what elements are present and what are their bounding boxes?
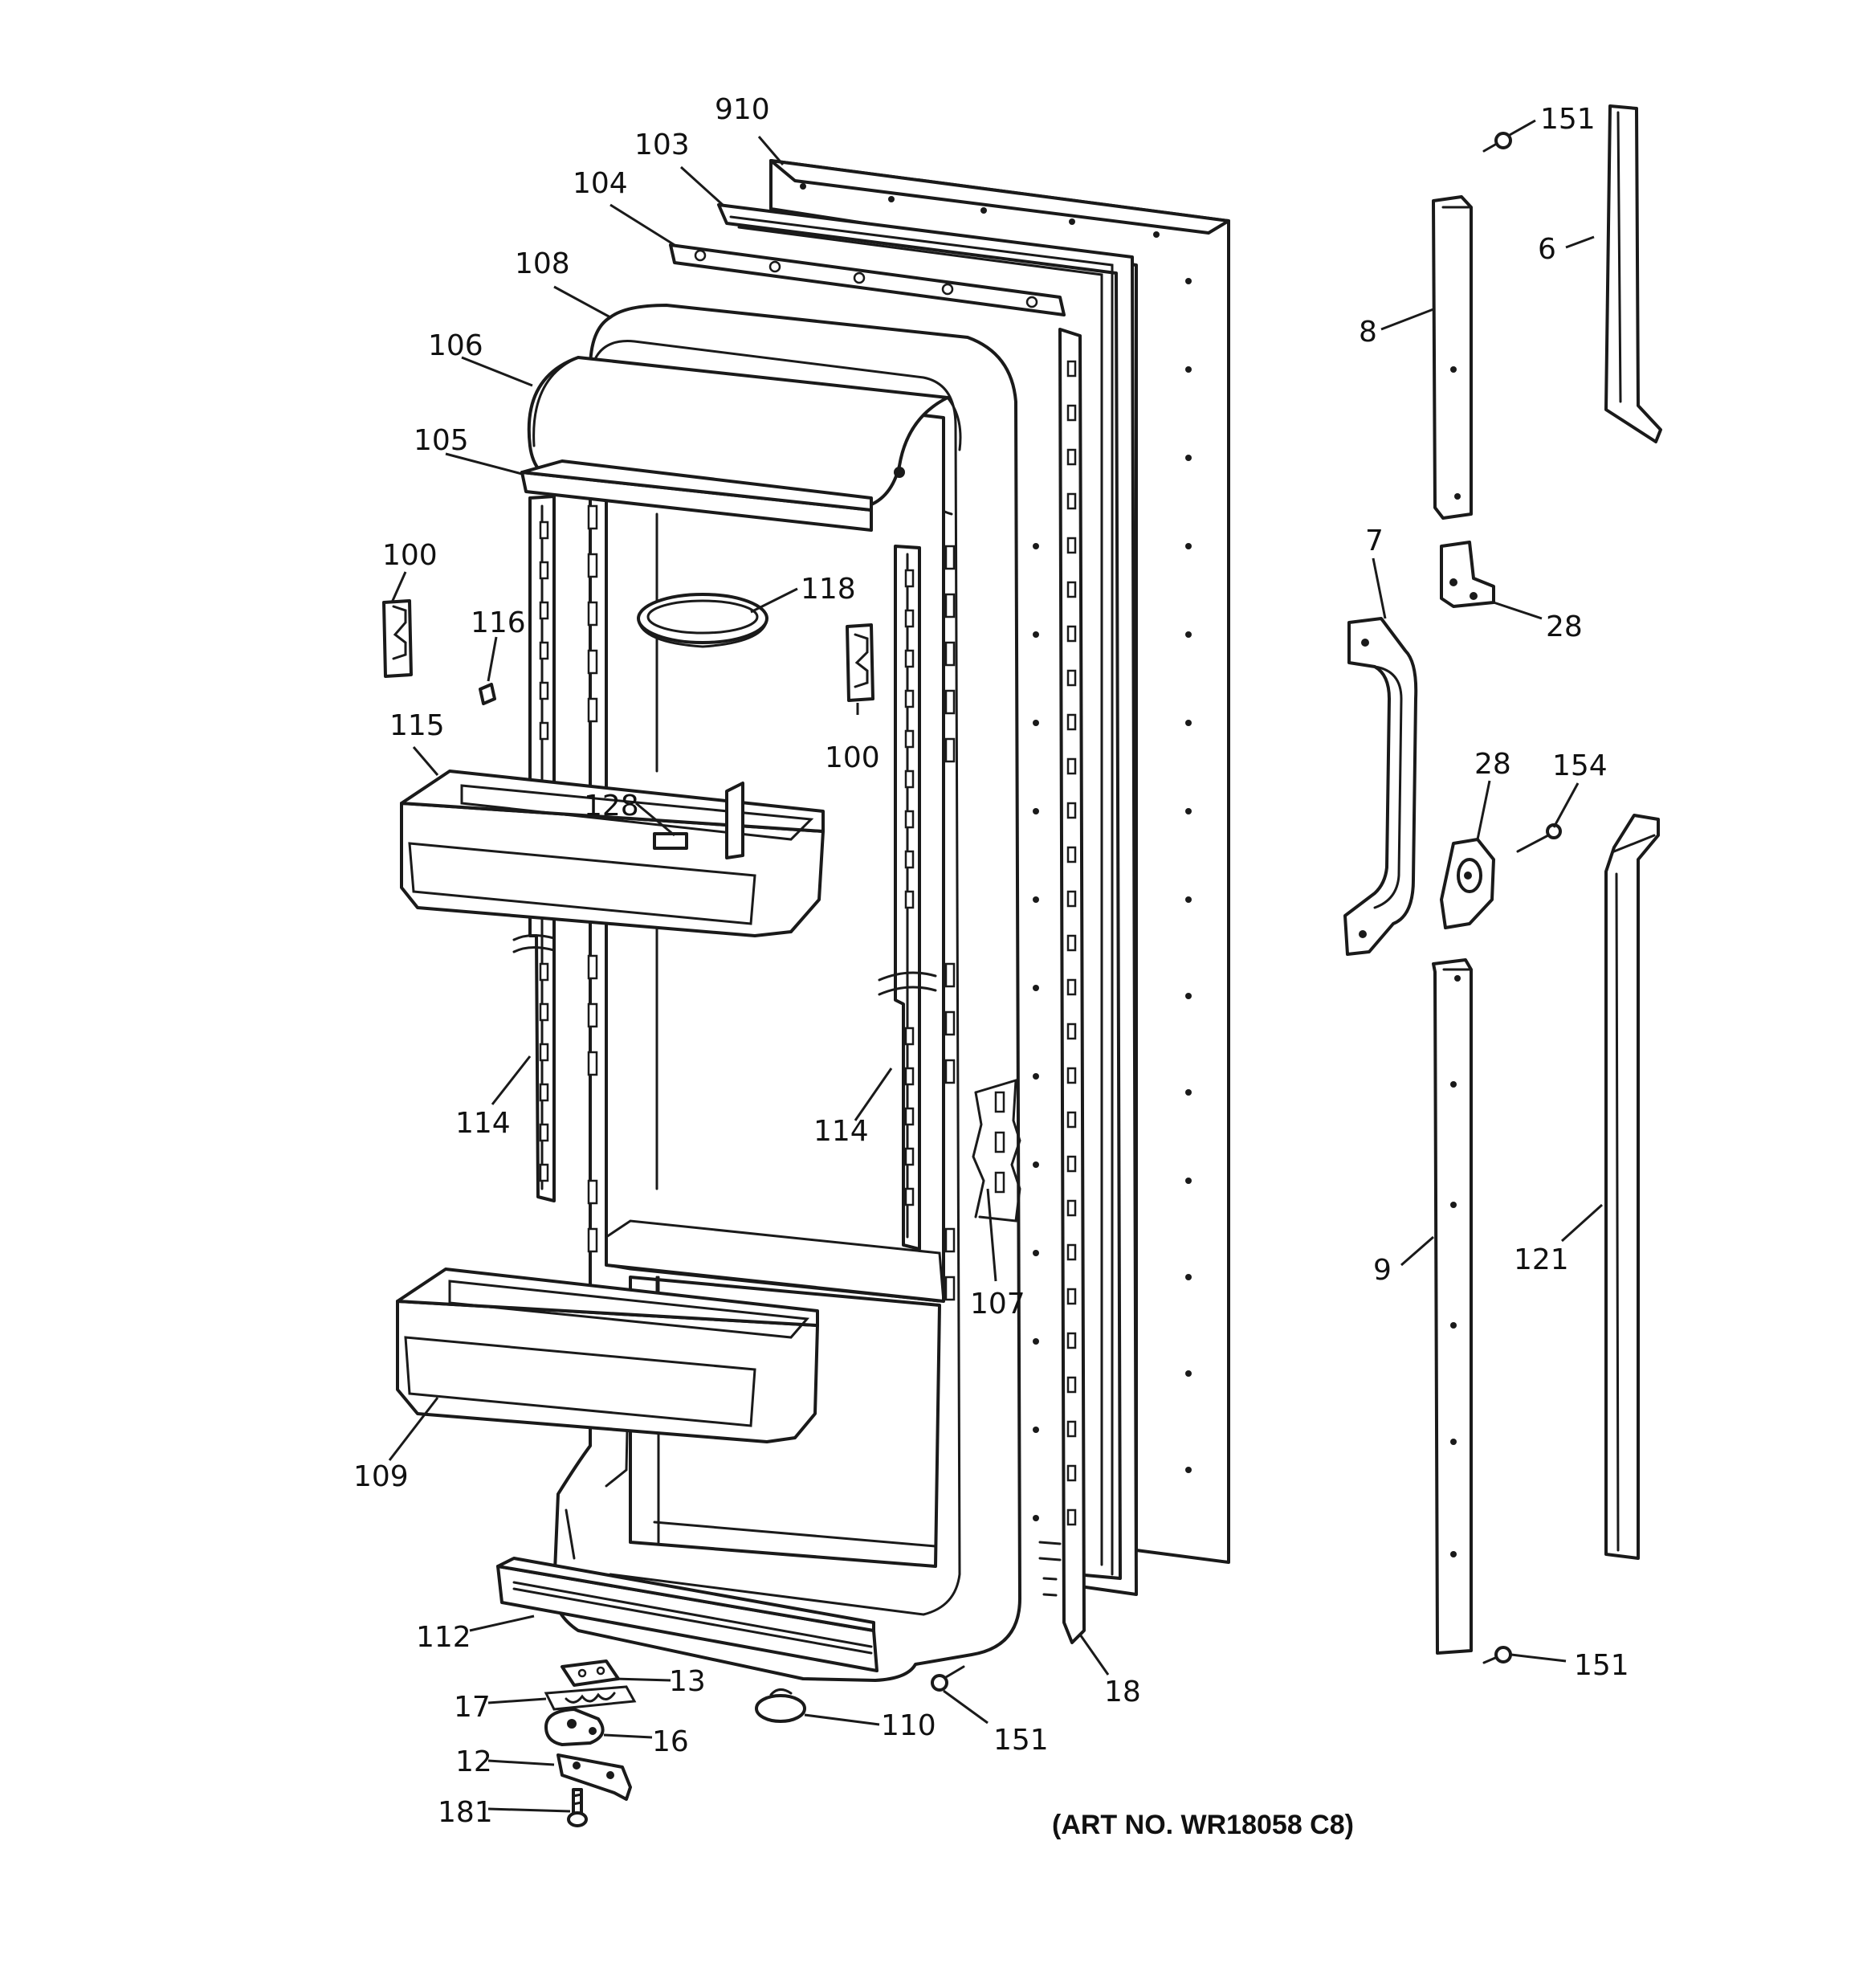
- callout-151-door: 151: [993, 1724, 1049, 1757]
- callout-16: 16: [652, 1725, 689, 1758]
- lower-door-bin: [396, 1268, 819, 1443]
- callout-114-left: 114: [455, 1107, 511, 1140]
- callout-118: 118: [801, 573, 856, 606]
- bottom-door-trim: [496, 1557, 879, 1672]
- liner-cutaway-section: [972, 1078, 1021, 1223]
- shelf-bracket-left: [382, 599, 413, 678]
- callout-107: 107: [970, 1288, 1025, 1321]
- hinge-spring-17: [544, 1685, 637, 1711]
- leader-lines: [388, 119, 1604, 1813]
- callout-121: 121: [1514, 1243, 1569, 1276]
- screw-151-top-handle: [1482, 132, 1512, 153]
- callout-105: 105: [414, 424, 469, 457]
- hinge-cam-16: [544, 1708, 605, 1746]
- callout-9: 9: [1373, 1254, 1392, 1287]
- hinge-screw-181: [567, 1788, 588, 1827]
- shelf-rail-right: [878, 545, 937, 1251]
- screw-154: [1516, 823, 1562, 853]
- door-hinge-strip: [1033, 328, 1086, 1644]
- callout-104: 104: [573, 167, 628, 200]
- upper-door-bin: [400, 769, 825, 937]
- screw-151-bottom-handle: [1482, 1646, 1512, 1664]
- top-retainer-strip: [669, 243, 1066, 316]
- callout-108: 108: [515, 247, 570, 280]
- callout-103: 103: [634, 129, 690, 161]
- callout-151-top: 151: [1540, 103, 1596, 136]
- top-handle-trim: [1604, 104, 1662, 443]
- callout-112: 112: [416, 1621, 471, 1654]
- callout-6: 6: [1538, 233, 1556, 266]
- hinge-shim-13: [561, 1659, 620, 1687]
- art-number: (ART NO. WR18058 C8): [1052, 1810, 1354, 1840]
- callout-18: 18: [1104, 1676, 1141, 1708]
- lower-handle-end-cap: [1440, 838, 1495, 929]
- callout-114-right: 114: [813, 1115, 869, 1148]
- shelf-bracket-right: [846, 623, 874, 702]
- callout-8: 8: [1359, 316, 1377, 349]
- callout-109: 109: [353, 1460, 409, 1493]
- upper-handle-mount: [1432, 195, 1473, 520]
- callout-labels: 910 103 104 108 106 105 100 116 118 100 …: [353, 93, 1629, 1829]
- callout-181: 181: [438, 1796, 493, 1829]
- callout-100-left: 100: [382, 539, 438, 572]
- callout-28-top: 28: [1546, 610, 1583, 643]
- callout-12: 12: [455, 1745, 492, 1778]
- upper-handle-end-cap: [1440, 541, 1495, 608]
- callout-116: 116: [471, 606, 526, 639]
- callout-100-right: 100: [825, 741, 880, 774]
- callout-110: 110: [881, 1709, 936, 1742]
- shelf-clip: [479, 683, 496, 705]
- lower-handle-mount: [1432, 958, 1473, 1655]
- door-handle: [1343, 617, 1418, 956]
- callout-910: 910: [715, 93, 770, 126]
- callout-154: 154: [1552, 749, 1608, 782]
- egg-tray: [637, 593, 768, 648]
- callout-151-bottom: 151: [1574, 1649, 1629, 1682]
- outer-door-panel: [769, 159, 1230, 1564]
- hinge-cover-cap: [755, 1688, 806, 1723]
- dairy-shelf-bar: [520, 459, 873, 532]
- callout-17: 17: [454, 1691, 491, 1724]
- callout-13: 13: [669, 1665, 706, 1698]
- lower-handle-trim: [1604, 814, 1660, 1560]
- callout-115: 115: [389, 709, 445, 742]
- hinge-bracket-12: [556, 1753, 632, 1801]
- callout-7: 7: [1365, 525, 1384, 557]
- callout-106: 106: [428, 329, 483, 362]
- callout-128: 128: [584, 790, 639, 823]
- screw-151-bottom-door: [931, 1665, 965, 1692]
- callout-28-lower: 28: [1474, 748, 1511, 781]
